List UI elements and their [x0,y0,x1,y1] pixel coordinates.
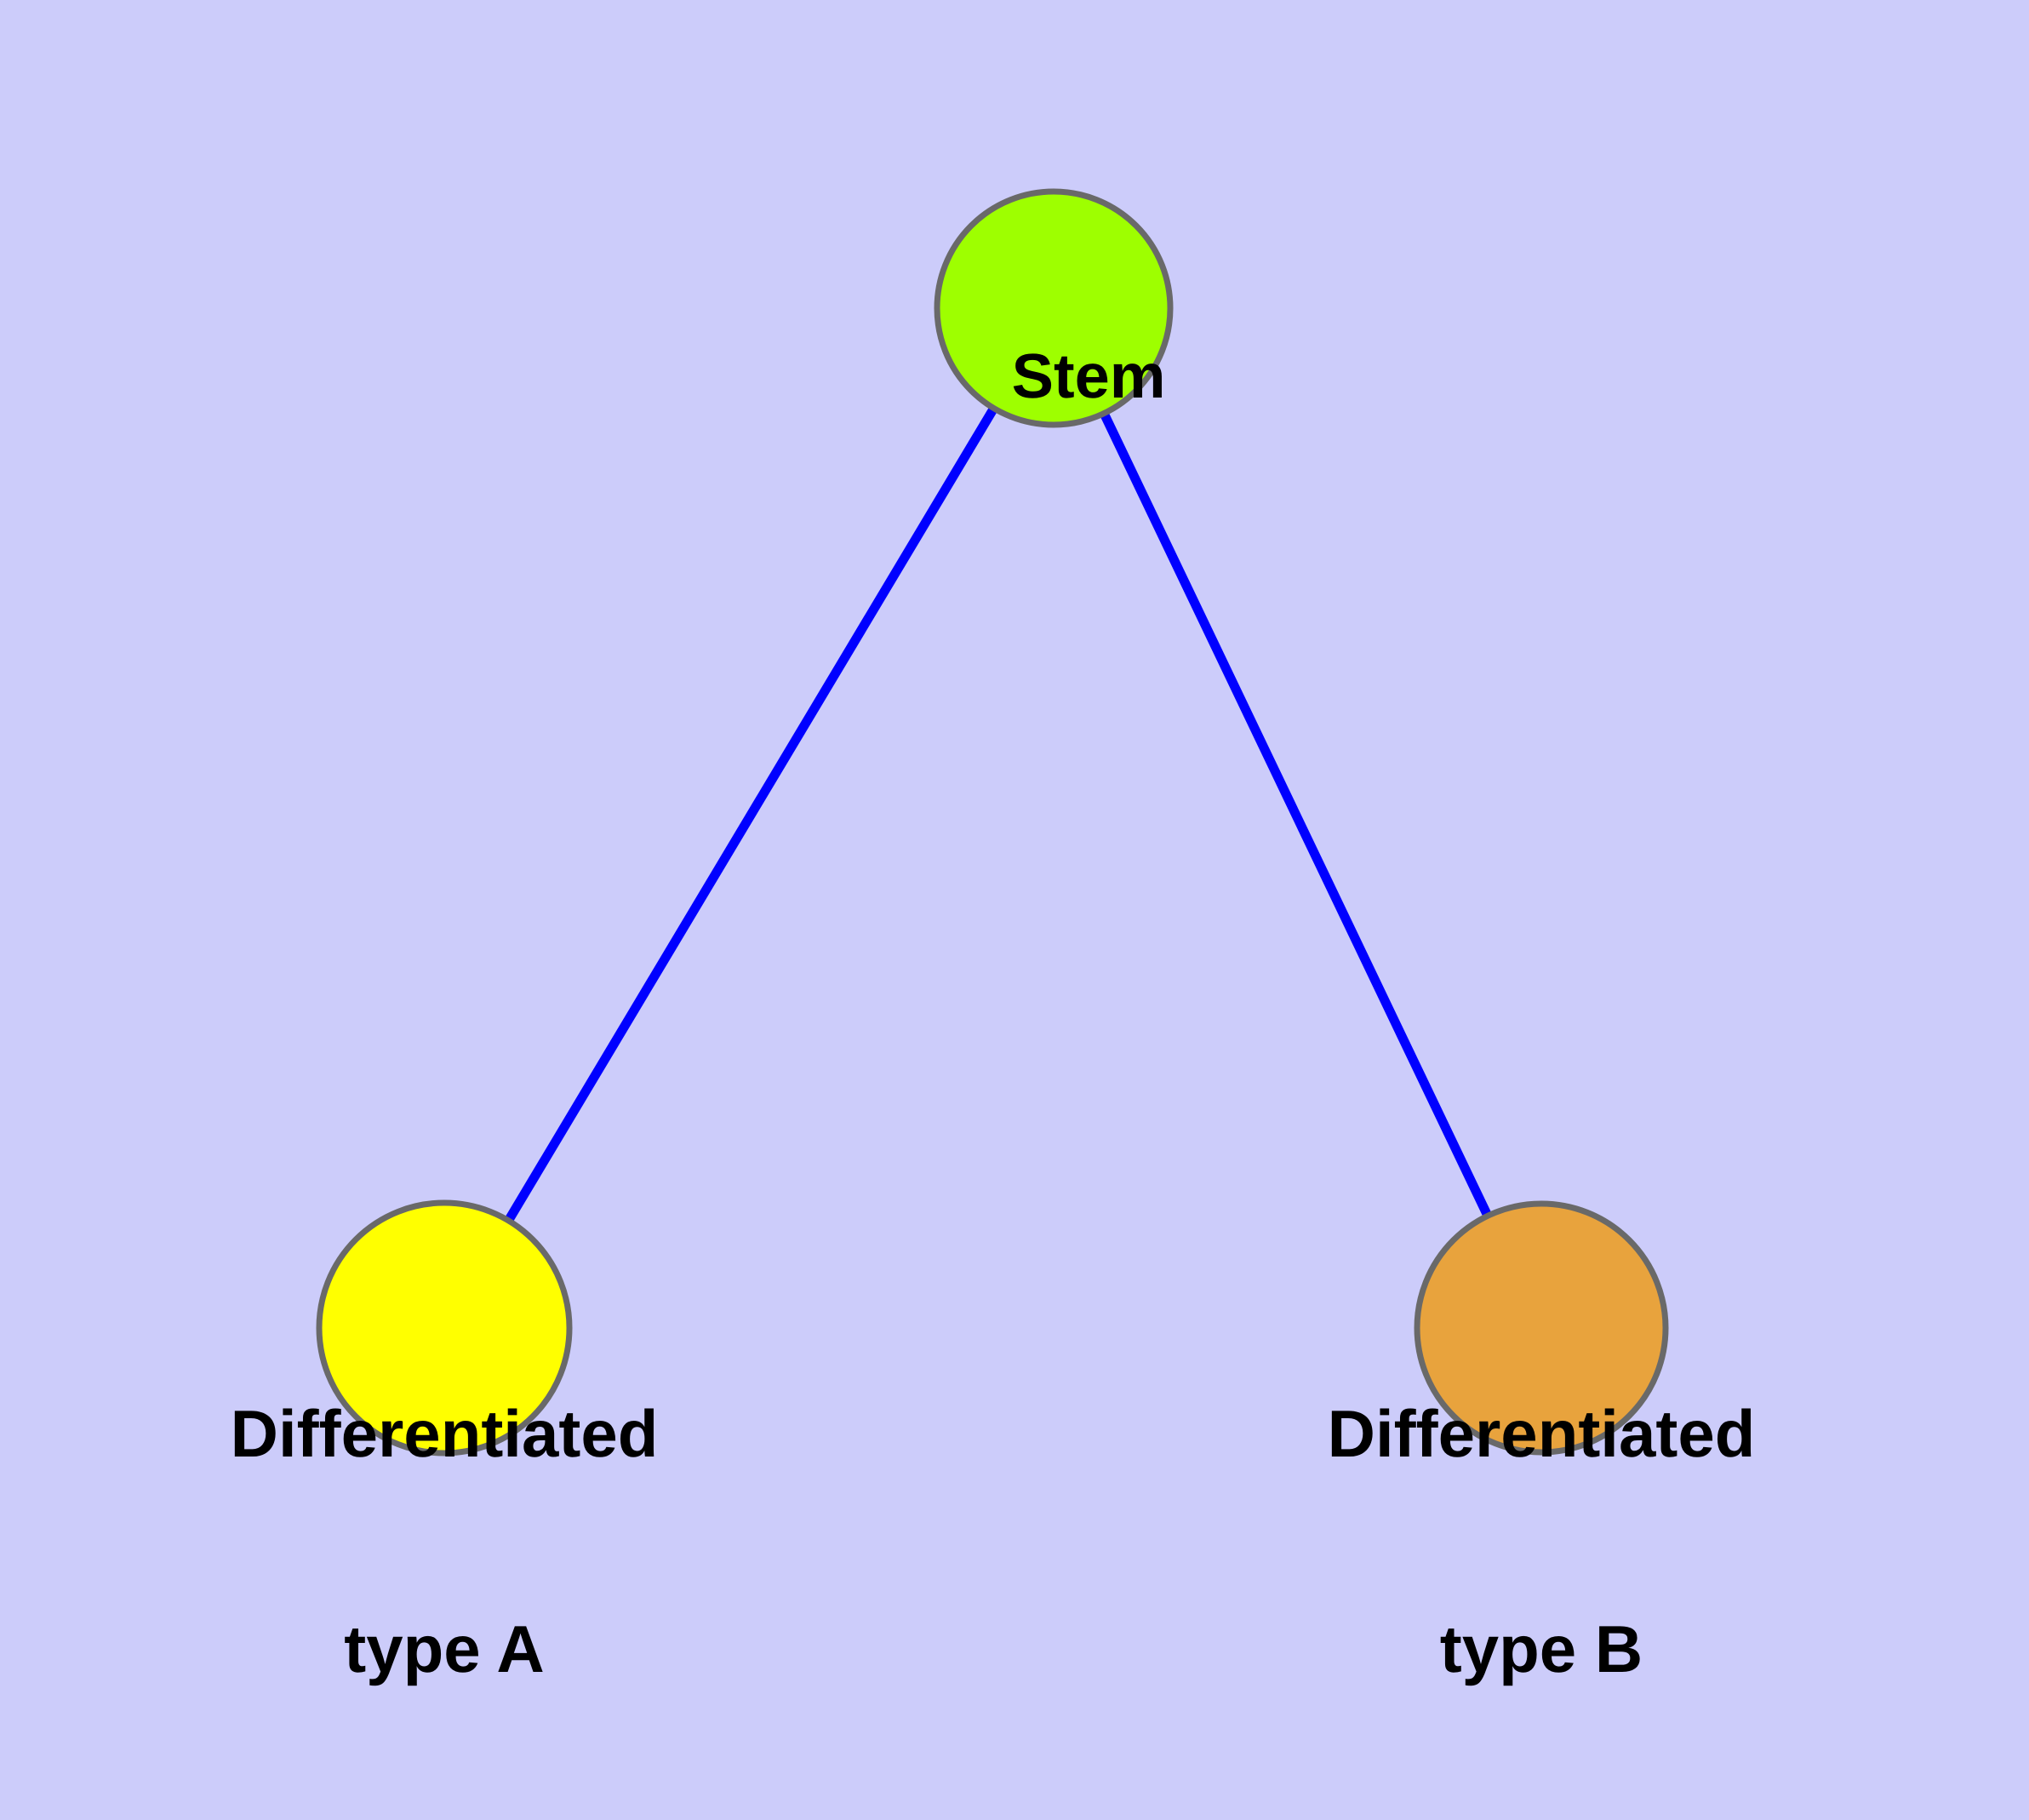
graph-node-diff-a[interactable] [316,1199,573,1457]
graph-edge-stem-to-diff-b [1100,411,1492,1218]
graph-edge-stem-to-diff-a [504,405,998,1223]
graph-node-diff-b[interactable] [1414,1200,1669,1456]
graph-node-stem[interactable] [934,188,1174,428]
node-layer [316,188,1669,1457]
edge-layer [504,405,1492,1223]
